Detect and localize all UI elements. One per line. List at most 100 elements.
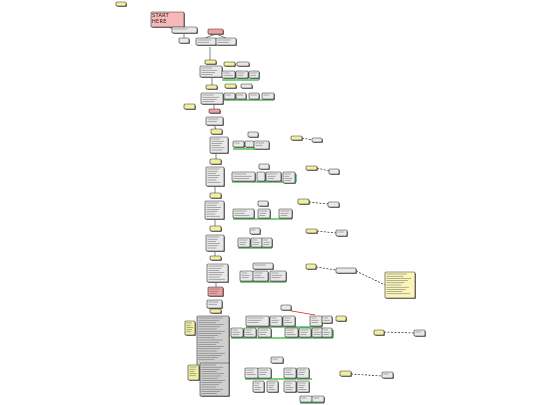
note-node[interactable] bbox=[205, 84, 218, 90]
process-node[interactable] bbox=[206, 263, 229, 283]
process-node[interactable] bbox=[269, 315, 283, 327]
process-node[interactable] bbox=[249, 227, 261, 235]
process-node[interactable] bbox=[205, 116, 224, 126]
process-node[interactable] bbox=[269, 270, 287, 282]
process-node[interactable] bbox=[236, 61, 250, 67]
process-node[interactable] bbox=[232, 140, 245, 148]
process-node[interactable] bbox=[299, 395, 313, 403]
process-node[interactable] bbox=[280, 304, 292, 311]
process-node[interactable] bbox=[253, 140, 270, 150]
alert-node[interactable] bbox=[207, 28, 224, 35]
highlight-note-node[interactable] bbox=[384, 271, 416, 299]
note-node[interactable] bbox=[373, 329, 385, 336]
process-node[interactable] bbox=[278, 208, 293, 219]
process-node[interactable] bbox=[296, 380, 310, 393]
process-node[interactable] bbox=[311, 395, 325, 403]
text-block-node[interactable] bbox=[199, 362, 230, 397]
process-node[interactable] bbox=[321, 315, 333, 324]
process-node[interactable] bbox=[232, 208, 255, 219]
note-node[interactable] bbox=[305, 165, 318, 171]
note-node[interactable] bbox=[209, 308, 222, 314]
alert-node[interactable] bbox=[208, 108, 221, 114]
process-node[interactable] bbox=[257, 208, 271, 219]
process-node[interactable] bbox=[335, 267, 357, 274]
process-node[interactable] bbox=[243, 327, 257, 338]
process-node[interactable] bbox=[223, 92, 236, 100]
process-node[interactable] bbox=[284, 327, 299, 338]
process-node[interactable] bbox=[257, 367, 272, 379]
process-node[interactable] bbox=[244, 367, 259, 379]
process-node[interactable] bbox=[178, 37, 190, 44]
note-node[interactable] bbox=[209, 158, 222, 165]
process-node[interactable] bbox=[235, 70, 249, 79]
process-node[interactable] bbox=[206, 299, 223, 309]
note-node[interactable] bbox=[204, 59, 217, 65]
process-node[interactable] bbox=[381, 371, 394, 379]
process-node[interactable] bbox=[199, 65, 223, 78]
process-node[interactable] bbox=[257, 327, 272, 338]
process-node[interactable] bbox=[244, 140, 255, 148]
process-node[interactable] bbox=[265, 171, 282, 182]
process-node[interactable] bbox=[239, 270, 254, 282]
note-node[interactable] bbox=[209, 255, 222, 261]
start-node[interactable] bbox=[150, 11, 185, 28]
note-node[interactable] bbox=[115, 1, 127, 7]
process-node[interactable] bbox=[215, 37, 237, 46]
process-node[interactable] bbox=[309, 315, 323, 327]
process-node[interactable] bbox=[311, 137, 323, 143]
process-node[interactable] bbox=[230, 327, 244, 338]
process-node[interactable] bbox=[252, 270, 269, 282]
process-node[interactable] bbox=[296, 367, 310, 379]
process-node[interactable] bbox=[298, 327, 312, 338]
note-node[interactable] bbox=[290, 135, 303, 141]
note-node[interactable] bbox=[305, 263, 317, 270]
process-node[interactable] bbox=[221, 70, 236, 79]
process-node[interactable] bbox=[252, 380, 265, 393]
note-node[interactable] bbox=[339, 370, 352, 377]
note-node[interactable] bbox=[297, 198, 310, 205]
process-node[interactable] bbox=[205, 234, 225, 252]
process-node[interactable] bbox=[270, 356, 284, 364]
process-node[interactable] bbox=[261, 237, 273, 248]
process-node[interactable] bbox=[195, 37, 217, 46]
process-node[interactable] bbox=[209, 136, 229, 154]
text-block-node[interactable] bbox=[196, 315, 230, 368]
process-node[interactable] bbox=[258, 163, 270, 170]
process-node[interactable] bbox=[200, 92, 224, 105]
process-node[interactable] bbox=[321, 327, 333, 338]
process-node[interactable] bbox=[282, 171, 296, 184]
process-node[interactable] bbox=[171, 26, 198, 34]
process-node[interactable] bbox=[282, 315, 296, 327]
process-node[interactable] bbox=[247, 131, 259, 138]
process-node[interactable] bbox=[235, 92, 247, 100]
process-node[interactable] bbox=[240, 83, 253, 89]
note-node[interactable] bbox=[187, 364, 200, 381]
process-node[interactable] bbox=[256, 171, 266, 182]
process-node[interactable] bbox=[204, 200, 225, 220]
process-node[interactable] bbox=[283, 367, 297, 379]
process-node[interactable] bbox=[250, 237, 263, 248]
note-node[interactable] bbox=[224, 83, 237, 89]
process-node[interactable] bbox=[248, 92, 260, 100]
process-node[interactable] bbox=[237, 237, 251, 248]
process-node[interactable] bbox=[252, 262, 274, 270]
process-node[interactable] bbox=[245, 315, 270, 327]
process-node[interactable] bbox=[261, 92, 275, 100]
note-node[interactable] bbox=[184, 320, 196, 336]
process-node[interactable] bbox=[327, 201, 340, 208]
process-node[interactable] bbox=[266, 380, 279, 393]
alert-node[interactable] bbox=[207, 286, 224, 297]
process-node[interactable] bbox=[248, 70, 260, 79]
note-node[interactable] bbox=[210, 128, 223, 135]
process-node[interactable] bbox=[413, 329, 426, 337]
note-node[interactable] bbox=[183, 103, 196, 110]
note-node[interactable] bbox=[335, 315, 347, 322]
note-node[interactable] bbox=[209, 225, 222, 232]
note-node[interactable] bbox=[209, 192, 222, 199]
process-node[interactable] bbox=[283, 380, 297, 393]
note-node[interactable] bbox=[305, 228, 318, 234]
process-node[interactable] bbox=[335, 229, 348, 237]
process-node[interactable] bbox=[328, 168, 340, 175]
process-node[interactable] bbox=[205, 166, 225, 187]
note-node[interactable] bbox=[223, 61, 236, 67]
